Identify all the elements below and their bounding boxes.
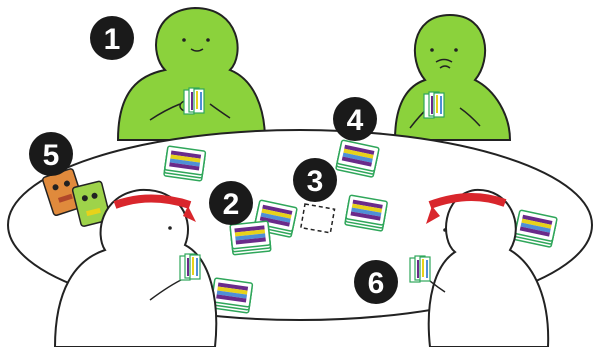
card-deck-icon xyxy=(345,195,388,231)
card-hand-icon xyxy=(410,256,430,282)
marker-4: 4 xyxy=(333,97,377,141)
card-deck-icon xyxy=(211,278,253,313)
svg-text:1: 1 xyxy=(104,23,121,56)
marker-5: 5 xyxy=(29,132,73,176)
svg-text:5: 5 xyxy=(43,139,60,172)
card-deck-icon xyxy=(164,146,206,181)
card-hand-icon xyxy=(424,92,444,118)
svg-text:2: 2 xyxy=(223,188,240,221)
card-hand-icon xyxy=(184,88,204,114)
marker-2: 2 xyxy=(209,181,253,225)
svg-text:6: 6 xyxy=(368,267,385,300)
marker-3: 3 xyxy=(293,158,337,202)
card-hand-icon xyxy=(180,254,200,280)
svg-text:4: 4 xyxy=(347,104,364,137)
card-deck-icon xyxy=(230,221,271,255)
marker-1: 1 xyxy=(90,16,134,60)
svg-text:3: 3 xyxy=(307,165,324,198)
marker-6: 6 xyxy=(354,260,398,304)
green-player-icon xyxy=(118,8,265,140)
green-player-icon xyxy=(395,15,510,140)
